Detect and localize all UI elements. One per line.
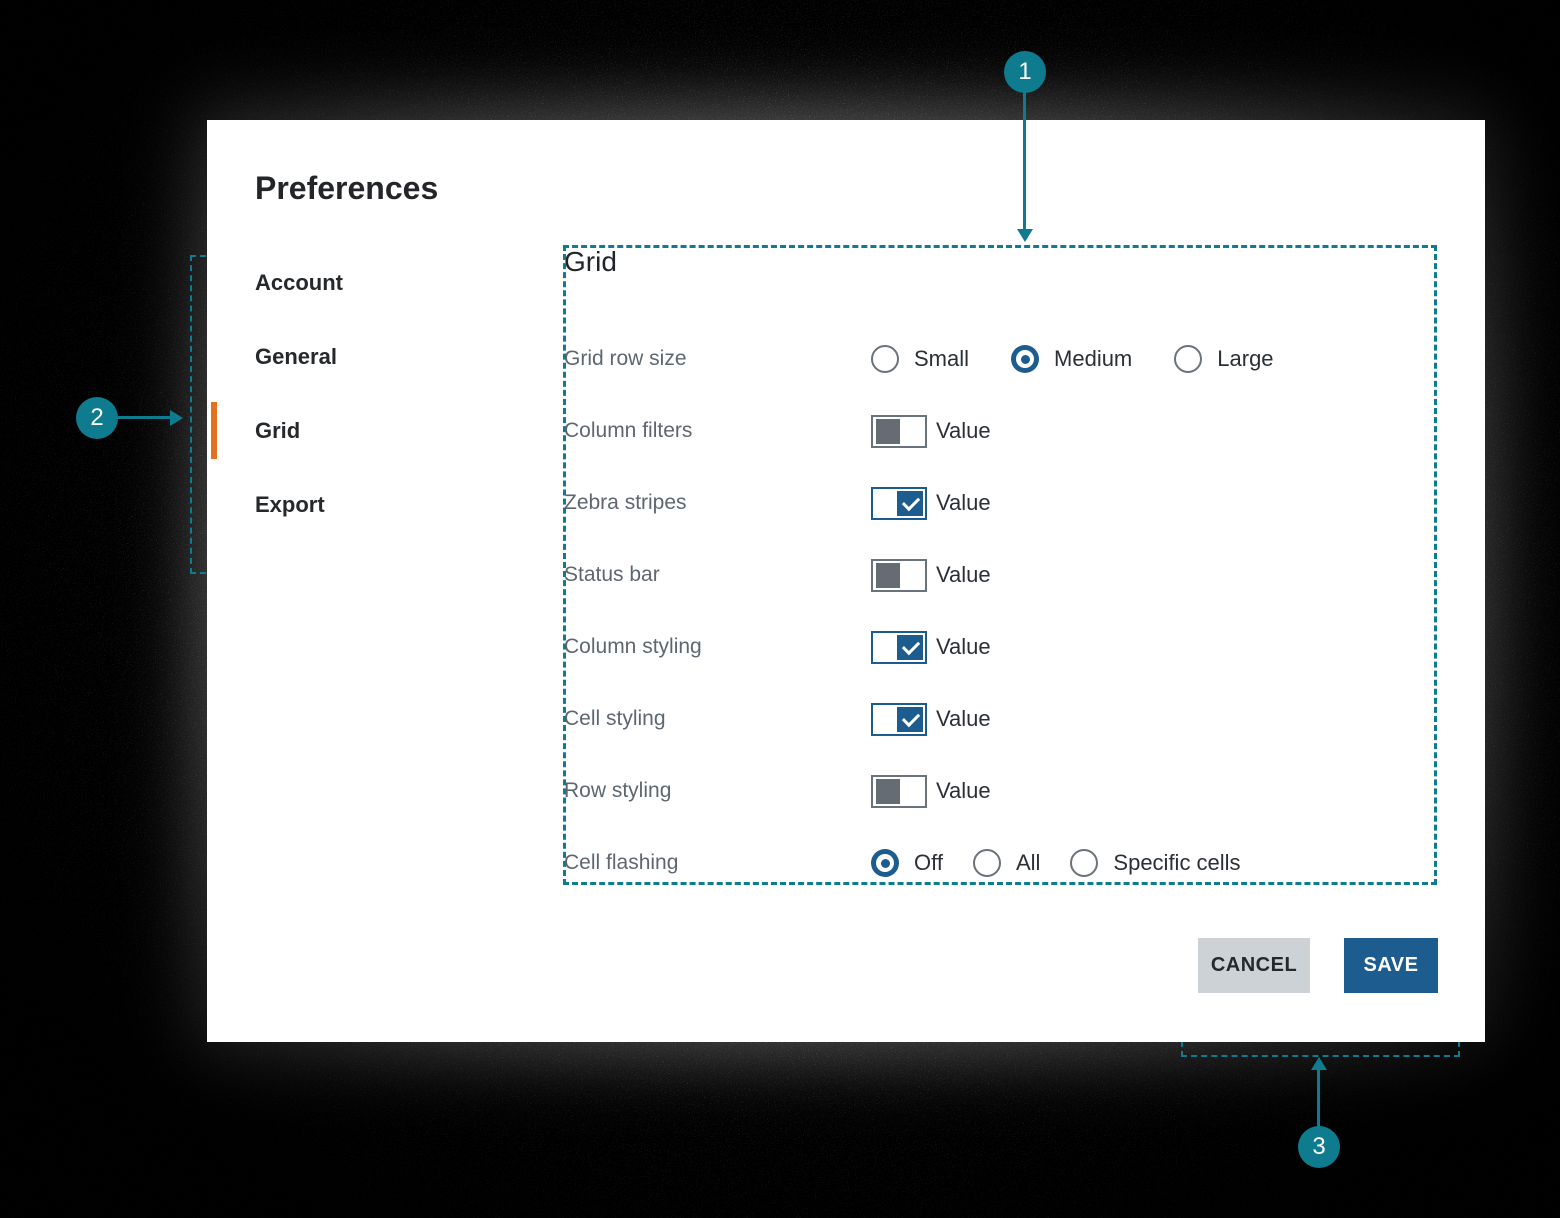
callout-line-3 (1317, 1069, 1320, 1127)
radio-option-large[interactable]: Large (1174, 345, 1274, 373)
radio-icon[interactable] (871, 345, 899, 373)
toggle-column-filters[interactable] (871, 414, 927, 448)
preferences-dialog: Preferences Account General Grid Export … (207, 120, 1485, 1042)
callout-number: 3 (1312, 1133, 1326, 1160)
toggle-knob-icon (876, 418, 900, 444)
toggle-zebra-stripes[interactable] (871, 486, 927, 520)
callout-badge-3: 3 (1298, 1126, 1340, 1168)
radio-option-all[interactable]: All (972, 849, 1040, 877)
arrow-up-icon (1311, 1057, 1327, 1070)
sidebar-item-general[interactable]: General (255, 344, 337, 369)
pref-row-cell-flashing: Cell flashing Off All Specific cells (564, 835, 1271, 891)
radio-option-small[interactable]: Small (871, 345, 969, 373)
sidebar-item-account[interactable]: Account (255, 270, 343, 295)
pref-row-column-styling: Column styling Value (564, 619, 991, 675)
callout-badge-2: 2 (76, 397, 118, 439)
field-label: Status bar (564, 563, 660, 586)
radio-option-off[interactable]: Off (871, 849, 943, 877)
check-icon (897, 490, 923, 516)
pref-row-row-styling: Row styling Value (564, 763, 991, 819)
callout-badge-1: 1 (1004, 51, 1046, 93)
radio-icon[interactable] (1174, 345, 1203, 373)
pref-row-grid-row-size: Grid row size Small Medium Large (564, 331, 1316, 387)
cancel-button[interactable]: CANCEL (1198, 938, 1310, 993)
radio-selected-icon[interactable] (871, 849, 899, 877)
toggle-value-label: Value (936, 778, 991, 803)
toggle-value-label: Value (936, 706, 991, 731)
panel-heading: Grid (564, 246, 617, 277)
active-nav-indicator (211, 402, 217, 459)
radio-icon[interactable] (972, 849, 1001, 877)
pref-row-column-filters: Column filters Value (564, 403, 991, 459)
field-label: Grid row size (564, 347, 687, 370)
sidebar-item-export[interactable]: Export (255, 492, 325, 517)
field-label: Column filters (564, 419, 693, 442)
toggle-cell-styling[interactable] (871, 702, 927, 736)
toggle-column-styling[interactable] (871, 630, 927, 664)
callout-line-2 (117, 416, 171, 419)
callout-line-1 (1023, 92, 1026, 230)
pref-row-cell-styling: Cell styling Value (564, 691, 991, 747)
cell-flashing-radio-group: Off All Specific cells (871, 849, 1271, 877)
toggle-value-label: Value (936, 490, 991, 515)
toggle-value-label: Value (936, 634, 991, 659)
radio-icon[interactable] (1070, 849, 1099, 877)
dialog-title: Preferences (255, 170, 439, 206)
field-label: Cell styling (564, 707, 666, 730)
grid-row-size-radio-group: Small Medium Large (871, 345, 1316, 373)
field-label: Cell flashing (564, 851, 679, 874)
callout-number: 1 (1018, 58, 1032, 85)
save-button[interactable]: SAVE (1344, 938, 1438, 993)
toggle-knob-icon (876, 778, 900, 804)
field-label: Row styling (564, 779, 672, 802)
check-icon (897, 634, 923, 660)
radio-option-specific-cells[interactable]: Specific cells (1070, 849, 1241, 877)
arrow-right-icon (170, 410, 183, 426)
toggle-value-label: Value (936, 418, 991, 443)
arrow-down-icon (1017, 229, 1033, 242)
radio-selected-icon[interactable] (1011, 345, 1040, 373)
sidebar-item-grid[interactable]: Grid (255, 418, 301, 443)
callout-number: 2 (90, 404, 104, 431)
toggle-row-styling[interactable] (871, 774, 927, 808)
field-label: Zebra stripes (564, 491, 687, 514)
toggle-knob-icon (876, 562, 900, 588)
radio-option-medium[interactable]: Medium (1011, 345, 1132, 373)
toggle-value-label: Value (936, 562, 991, 587)
field-label: Column styling (564, 635, 702, 658)
check-icon (897, 706, 923, 732)
pref-row-zebra-stripes: Zebra stripes Value (564, 475, 991, 531)
toggle-status-bar[interactable] (871, 558, 927, 592)
pref-row-status-bar: Status bar Value (564, 547, 991, 603)
